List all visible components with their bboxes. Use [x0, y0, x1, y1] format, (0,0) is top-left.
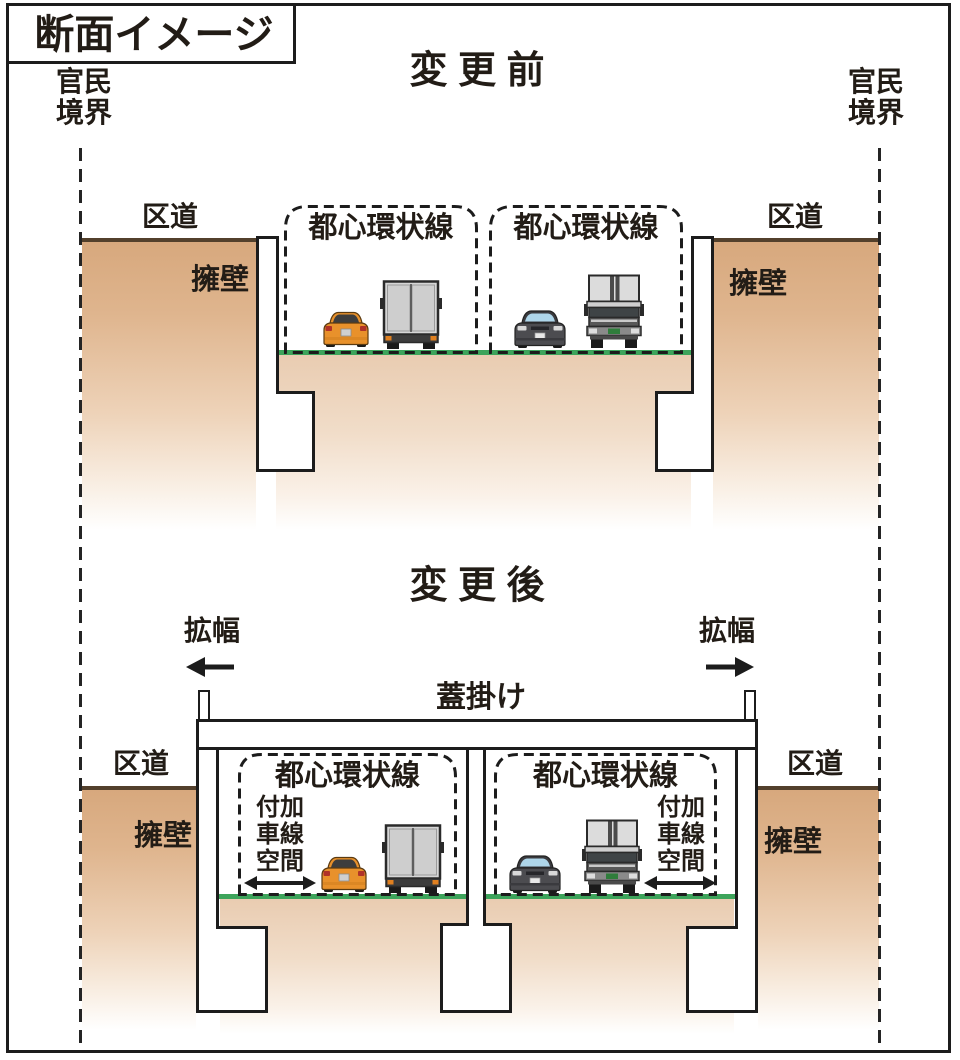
boundary-label-right: 官民 境界 [847, 66, 904, 129]
center-wall-after [466, 749, 486, 926]
wall-footing-left-after [196, 926, 268, 1013]
route-clearance-box-right-before [489, 205, 683, 354]
route-label-left-after: 都心環状線 [274, 760, 420, 792]
retaining-wall-left-before [256, 236, 279, 394]
boundary-line-left [79, 148, 82, 1051]
lane-width-arrow-icon [644, 876, 716, 890]
ward-road-label-left-after: 区道 [112, 748, 169, 779]
retaining-wall-right-after [735, 749, 758, 929]
retaining-wall-label-left-before: 擁壁 [190, 264, 249, 296]
earth-right-before [713, 238, 879, 530]
earth-right-after [758, 786, 879, 1030]
truck-rear-icon [382, 824, 444, 893]
title-box: 断面イメージ [6, 3, 296, 64]
truck-front-icon [582, 819, 642, 893]
widen-right-arrow-icon [706, 657, 754, 677]
truck-front-icon [584, 274, 644, 348]
additional-lane-label-left: 付加 車線 空間 [256, 794, 304, 875]
after-heading: 変 更 後 [409, 565, 545, 607]
wall-footing-right-after [686, 926, 758, 1013]
lid-slab [196, 719, 758, 750]
earth-left-before [82, 238, 256, 530]
diagram-frame [6, 3, 951, 1053]
widening-label-right: 拡幅 [698, 615, 755, 646]
boundary-label-left: 官民 境界 [55, 66, 112, 129]
page-title: 断面イメージ [34, 13, 274, 57]
wall-footing-left-before [256, 391, 315, 472]
widening-label-left: 拡幅 [183, 615, 240, 646]
retaining-wall-label-left-after: 擁壁 [133, 820, 192, 852]
lane-width-arrow-icon [244, 876, 316, 890]
earth-left-after [82, 786, 196, 1030]
route-clearance-box-right-after [494, 753, 717, 896]
car-rear-icon [323, 311, 369, 347]
additional-lane-label-right: 付加 車線 空間 [657, 794, 705, 875]
road-surface-before [279, 350, 691, 355]
wall-footing-right-before [655, 391, 714, 472]
before-heading: 変 更 前 [409, 50, 545, 92]
retaining-wall-left-after [196, 749, 219, 929]
car-front-icon [509, 855, 561, 893]
route-label-left-before: 都心環状線 [308, 212, 454, 244]
earth-under-road-before [276, 355, 691, 530]
route-label-right-before: 都心環状線 [513, 212, 659, 244]
wall-footing-center-after [440, 923, 512, 1013]
ward-road-label-right-after: 区道 [786, 748, 843, 779]
retaining-wall-label-right-after: 擁壁 [763, 826, 822, 858]
lid-post-right [744, 690, 756, 722]
retaining-wall-right-before [691, 236, 714, 394]
ward-road-label-left-before: 区道 [141, 201, 198, 232]
car-rear-icon [321, 856, 367, 892]
lid-post-left [198, 690, 210, 722]
route-clearance-box-left-before [284, 205, 478, 354]
ward-road-label-right-before: 区道 [766, 201, 823, 232]
widen-left-arrow-icon [186, 657, 234, 677]
boundary-line-right [878, 148, 881, 1051]
truck-rear-icon [380, 280, 442, 349]
retaining-wall-label-right-before: 擁壁 [728, 268, 787, 300]
route-label-right-after: 都心環状線 [532, 760, 678, 792]
lid-label: 蓋掛け [436, 681, 526, 714]
car-front-icon [514, 310, 566, 348]
route-clearance-box-left-after [238, 753, 457, 896]
